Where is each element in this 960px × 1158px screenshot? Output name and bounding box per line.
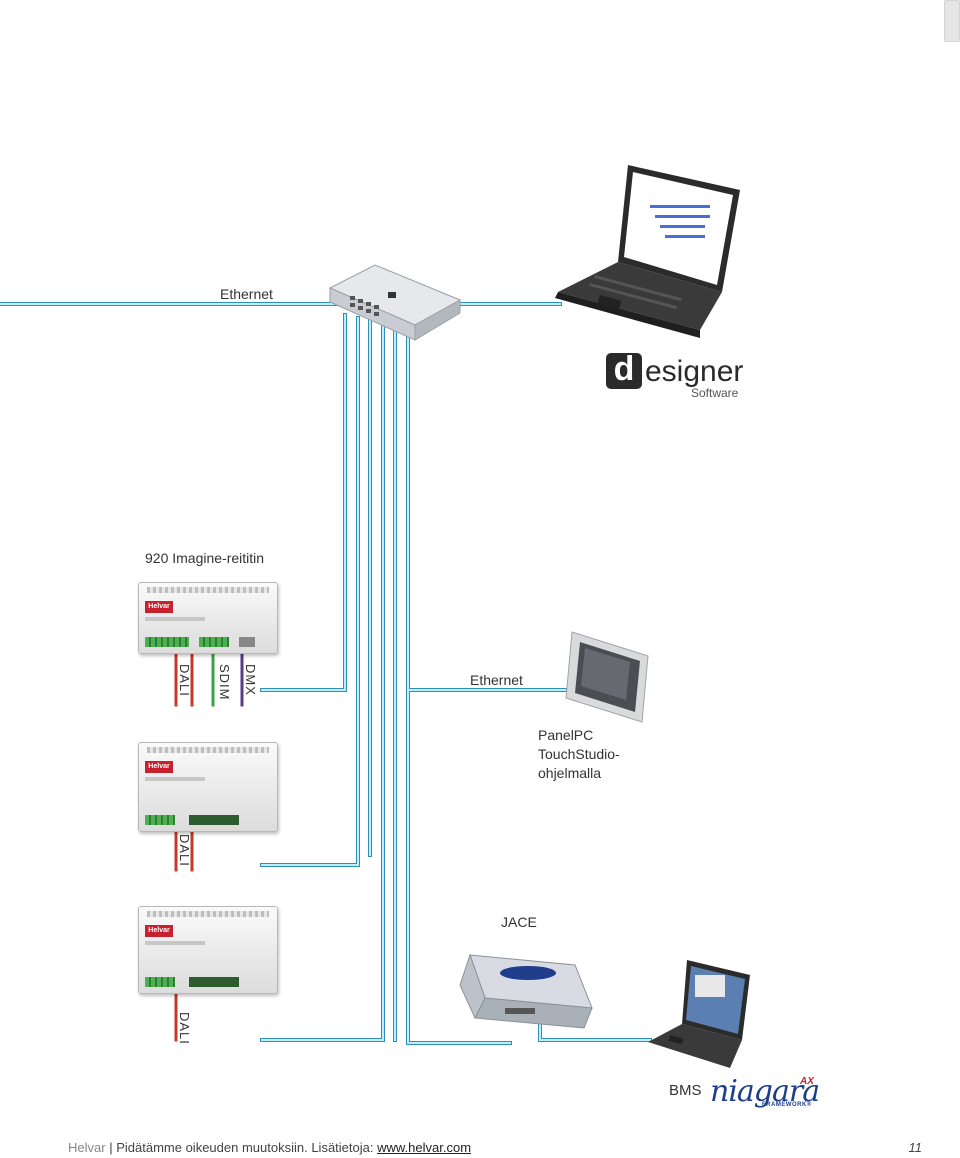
panelpc-label-line1: PanelPC xyxy=(538,727,594,743)
laptop-bms xyxy=(648,960,750,1068)
page-number: 11 xyxy=(908,1140,923,1155)
ethernet-label-mid: Ethernet xyxy=(470,672,523,688)
router-brand-tag: Helvar xyxy=(145,761,173,773)
footer: Helvar | Pidätämme oikeuden muutoksiin. … xyxy=(68,1140,471,1155)
designer-logo-mark: d xyxy=(606,352,642,389)
panelpc-label-line2: TouchStudio- xyxy=(538,746,620,762)
router-905-digidim: Helvar xyxy=(138,906,278,994)
router-brand-tag: Helvar xyxy=(145,601,173,613)
sdim-label: SDIM xyxy=(217,664,232,701)
panel-pc-device xyxy=(565,631,649,723)
jace-device xyxy=(459,953,593,1029)
dmx-label: DMX xyxy=(243,664,258,696)
ethernet-cables-core xyxy=(0,303,651,1044)
dali-label-1: DALI xyxy=(177,664,192,697)
dali-label-3: DALI xyxy=(177,1012,192,1045)
footer-brand: Helvar xyxy=(68,1140,106,1155)
laptop-designer xyxy=(555,165,740,338)
niagara-logo-ax: AX xyxy=(800,1076,814,1087)
ethernet-cables-outline xyxy=(0,302,652,1045)
ethernet-label-top: Ethernet xyxy=(220,286,273,302)
niagara-logo-framework: FRAMEWORK® xyxy=(762,1102,812,1108)
footer-link[interactable]: www.helvar.com xyxy=(377,1140,472,1155)
router-910-digidim: Helvar xyxy=(138,742,278,832)
footer-text: Pidätämme oikeuden muutoksiin. Lisätieto… xyxy=(116,1140,374,1155)
panelpc-label-line3: ohjelmalla xyxy=(538,765,602,781)
router-920-imagine: Helvar xyxy=(138,582,278,654)
designer-logo-subtitle: Software xyxy=(691,386,739,400)
niagara-logo: niagara xyxy=(710,1074,820,1109)
jace-label: JACE xyxy=(501,914,537,930)
router-920-label: 920 Imagine-reititin xyxy=(145,550,265,566)
footer-separator: | xyxy=(109,1140,113,1155)
router-brand-tag: Helvar xyxy=(145,925,173,937)
bms-label: BMS xyxy=(669,1082,702,1099)
dali-label-2: DALI xyxy=(177,834,192,867)
designer-logo-text: esigner xyxy=(645,355,744,388)
ethernet-switch-device xyxy=(328,264,462,341)
